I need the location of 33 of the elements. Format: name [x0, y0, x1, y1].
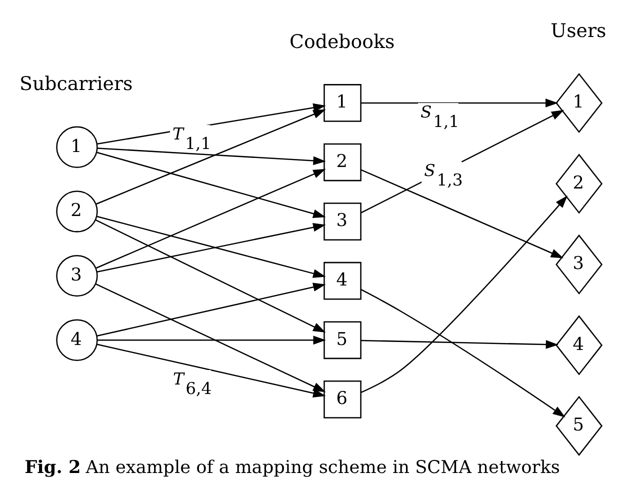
- arrow: [96, 282, 326, 336]
- node-diamond: 5: [555, 395, 602, 456]
- arrow: [97, 335, 326, 344]
- node-box: 1: [323, 84, 361, 122]
- label: Users: [550, 19, 606, 42]
- node-diamond: 4: [555, 314, 602, 375]
- arrow: [360, 339, 558, 348]
- label: Subcarriers: [19, 72, 132, 94]
- node-diamond: 3: [555, 234, 602, 294]
- arrow: [360, 168, 564, 258]
- node-box: 3: [323, 202, 361, 240]
- node-box: 2: [323, 142, 361, 181]
- arrow: [96, 222, 326, 272]
- arrow: [96, 343, 326, 397]
- arrow: [96, 108, 326, 204]
- arrow: [360, 194, 568, 393]
- node-circle: 1: [56, 126, 98, 168]
- node-circle: 2: [56, 190, 98, 232]
- caption: Fig. 2 An example of a mapping scheme in SCMA networks: [24, 456, 560, 478]
- node-circle: 4: [56, 318, 98, 360]
- label: Codebooks: [289, 30, 394, 53]
- arrow: [96, 215, 326, 278]
- arrow: [360, 288, 565, 417]
- arrow: [360, 98, 558, 107]
- node-circle: 3: [56, 254, 98, 296]
- node-box: 4: [323, 261, 361, 300]
- arrow: [95, 219, 326, 332]
- arrow: [97, 147, 326, 165]
- node-box: 6: [323, 380, 361, 418]
- node-box: 5: [323, 320, 361, 359]
- arrow: [96, 151, 326, 218]
- arrow: [96, 168, 326, 268]
- node-diamond: 1: [555, 72, 602, 133]
